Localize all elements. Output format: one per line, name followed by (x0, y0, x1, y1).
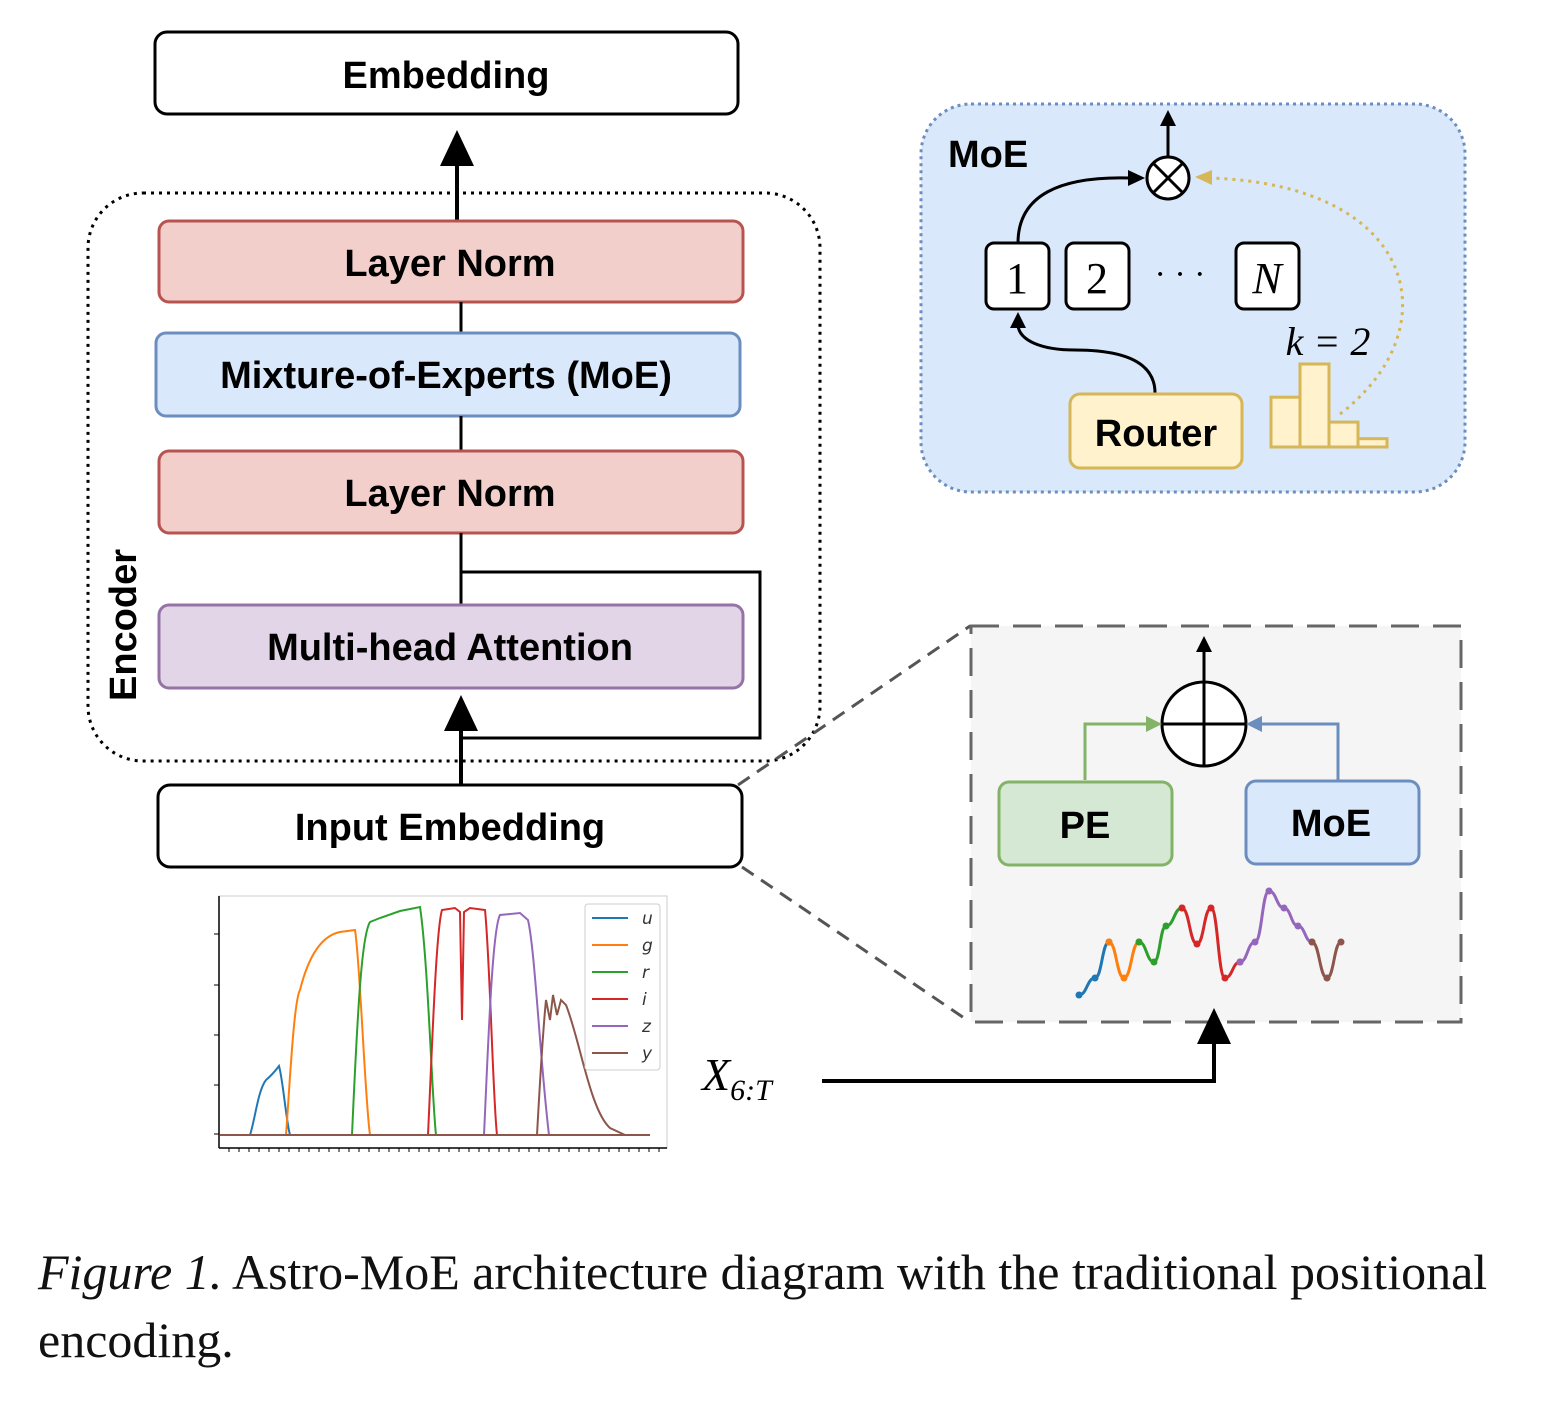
router-to-expert-arrow (1016, 325, 1157, 394)
figure-caption: Figure 1. Astro-MoE architecture diagram… (38, 1238, 1518, 1374)
light-curve-point (1294, 922, 1302, 930)
expert-box-n (1234, 241, 1301, 311)
architecture-diagram: Embedding Encoder Layer Norm Mixture-of-… (86, 30, 1467, 1152)
legend-label: y (641, 1044, 653, 1064)
sequence-arrow-head (1197, 1008, 1231, 1044)
light-curve-point (1135, 938, 1143, 946)
light-curve-point (1105, 938, 1113, 946)
expert-to-combine-arrow-head (1128, 170, 1145, 186)
light-curve-point (1265, 887, 1273, 895)
light-curve-point (1091, 974, 1099, 982)
moe-box (154, 331, 742, 418)
embedding-label: Embedding (343, 55, 550, 97)
arrow-to-embedding-head (440, 130, 474, 166)
legend-label: i (642, 990, 647, 1010)
light-curve-segment (1138, 906, 1183, 964)
zoom-line-bottom (741, 865, 971, 1024)
router-box (1068, 392, 1244, 470)
light-curve-point (1178, 904, 1186, 912)
light-curve-point (1207, 904, 1215, 912)
light-curve-point (1221, 974, 1229, 982)
light-curve-point (1075, 991, 1083, 999)
gate-bar (1269, 395, 1302, 449)
combine-symbol (1145, 155, 1191, 201)
moe-label: Mixture-of-Experts (MoE) (220, 355, 672, 397)
input-embedding-box (156, 783, 744, 869)
legend-label: z (641, 1017, 652, 1037)
band-curve (241, 1063, 300, 1136)
sum-output-arrow-head (1196, 636, 1212, 652)
encoder-group (86, 191, 822, 763)
pe-to-sum-arrow-head (1146, 716, 1162, 732)
light-curve-point (1236, 958, 1244, 966)
router-label: Router (1095, 413, 1218, 455)
band-curve (427, 906, 498, 1136)
light-curve-point (1323, 974, 1331, 982)
moe-to-sum-arrow-head (1246, 716, 1262, 732)
embedding-box (153, 30, 740, 116)
attention-label: Multi-head Attention (267, 627, 633, 669)
arrow-to-attention-head (444, 695, 478, 731)
moe-output-arrow-head (1160, 110, 1176, 126)
input-moe-label: MoE (1291, 803, 1371, 845)
gate-to-combine-arrow-head (1195, 170, 1212, 185)
expert-label-n: N (1251, 254, 1284, 303)
pe-to-sum-arrow (1083, 722, 1146, 780)
legend-label: u (642, 909, 653, 929)
gate-bar (1298, 362, 1331, 449)
expert-box-1 (984, 241, 1051, 311)
caption-text: Astro-MoE architecture diagram with the … (38, 1244, 1488, 1368)
light-curve-point (1162, 922, 1170, 930)
layer-norm-top-box (157, 219, 745, 304)
light-curve-point (1337, 938, 1345, 946)
zoom-line-top (737, 624, 971, 787)
sequence-arrow (822, 1040, 1216, 1083)
band-curve (536, 994, 626, 1136)
light-curve (1075, 887, 1345, 999)
light-curve-point (1193, 940, 1201, 948)
sum-symbol (1160, 680, 1248, 768)
light-curve-point (1251, 938, 1259, 946)
pe-label: PE (1060, 805, 1111, 847)
moe-to-sum-arrow (1262, 722, 1340, 780)
layer-norm-bottom-label: Layer Norm (344, 473, 555, 515)
caption-figure-label: Figure 1. (38, 1244, 223, 1300)
light-curve-point (1120, 974, 1128, 982)
encoder-label: Encoder (103, 549, 145, 701)
gate-bar (1327, 420, 1360, 449)
residual-connection (461, 570, 762, 740)
expert-box-2 (1064, 241, 1131, 311)
expert-label-1: 1 (1006, 254, 1028, 303)
layer-norm-top-label: Layer Norm (344, 243, 555, 285)
attention-box (157, 603, 745, 690)
expert-to-combine-arrow (1016, 176, 1131, 244)
gate-to-combine-arrow (1209, 176, 1404, 416)
expert-label-2: 2 (1086, 254, 1108, 303)
light-curve-point (1280, 904, 1288, 912)
light-curve-point (1308, 938, 1316, 946)
moe-panel-title: MoE (948, 134, 1028, 176)
light-curve-point (1150, 958, 1158, 966)
legend-label: r (642, 963, 650, 983)
gate-histogram (1269, 362, 1389, 449)
band-curve (280, 928, 371, 1136)
sequence-label: X6:T (700, 1049, 774, 1107)
input-moe-box (1244, 779, 1421, 866)
gate-bar (1356, 437, 1389, 449)
pe-box (997, 780, 1174, 867)
layer-norm-bottom-box (157, 449, 745, 535)
input-embedding-label: Input Embedding (295, 807, 605, 849)
plot-ticks (214, 933, 660, 1152)
k-label: k = 2 (1286, 319, 1371, 364)
legend-label: g (642, 936, 653, 956)
router-to-expert-arrow-head (1010, 312, 1026, 328)
plot-curves (220, 905, 650, 1136)
expert-ellipsis: · · · (1155, 256, 1206, 293)
band-curve (351, 905, 437, 1136)
